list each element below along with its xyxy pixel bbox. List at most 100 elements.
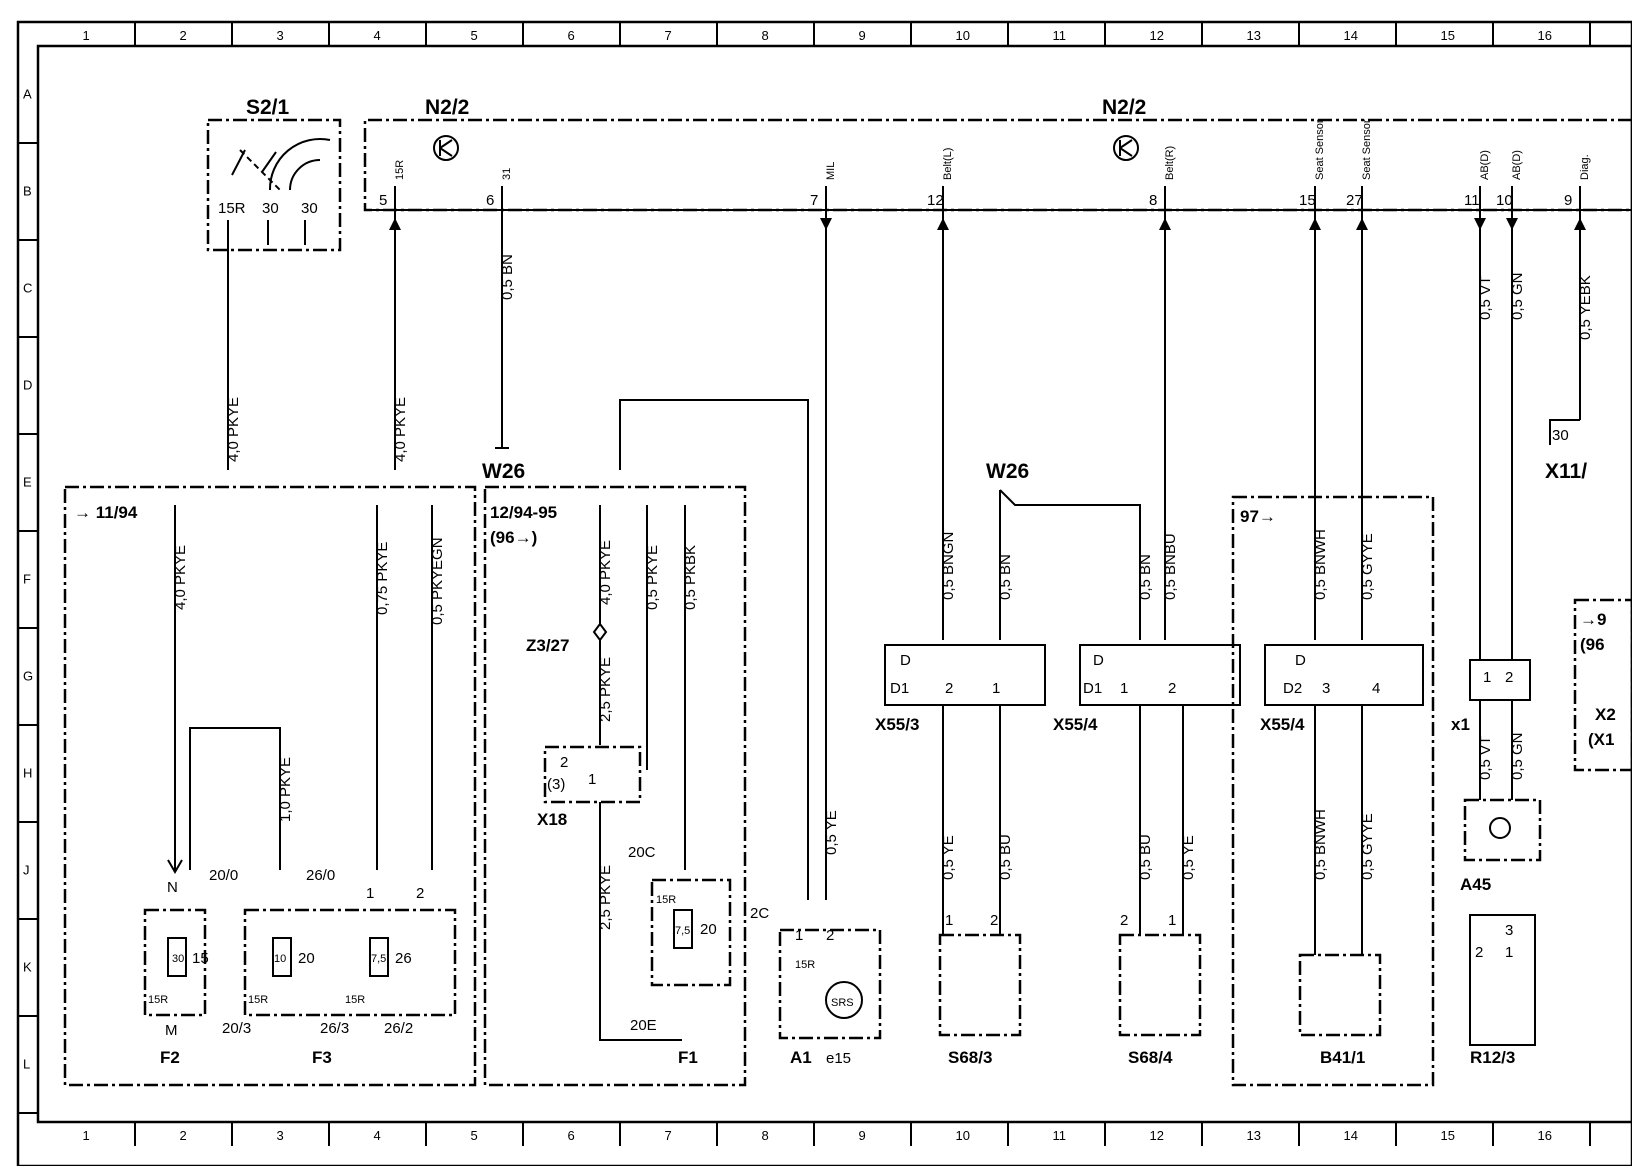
n2-2-pin-label: Seat Sensor (1314, 119, 1326, 180)
f3-term-15r-b: 15R (345, 994, 365, 1006)
x1-wire-vt-label: 0,5 VT (1477, 736, 1494, 780)
note-cut-right: →9 (1580, 610, 1606, 629)
switch-s2-1: S2/1 15R 30 30 4,0 PKYE (206, 96, 342, 470)
note-1194: → 11/94 (74, 503, 138, 522)
row-letter: A (23, 87, 32, 102)
s684-wire-bu-label: 0,5 BU (1137, 834, 1154, 880)
x554-term-1: 1 (1120, 680, 1128, 697)
column-number: 9 (859, 28, 866, 43)
note-97: 97→ (1240, 507, 1276, 526)
f2-wire-label: 4,0 PKYE (172, 545, 189, 610)
n2-2-pin-number: 11 (1464, 192, 1480, 209)
f3-term-262: 26/2 (384, 1020, 413, 1037)
row-letter: K (23, 960, 32, 975)
column-number: 13 (1247, 1128, 1261, 1143)
x11-label: X11/ (1545, 460, 1587, 483)
a45-label: A45 (1460, 875, 1491, 894)
f3-term-1: 1 (366, 885, 374, 902)
x554-wire-bnbu-label: 0,5 BNBU (1162, 533, 1179, 600)
x554-term-2: 2 (1168, 680, 1176, 697)
x554-label: X55/4 (1053, 715, 1098, 734)
column-number: 8 (762, 28, 769, 43)
z3-27-label: Z3/27 (526, 636, 569, 655)
s684-term-1: 1 (1168, 912, 1176, 929)
f2-term-15r: 15R (148, 994, 168, 1006)
column-number: 11 (1053, 1128, 1067, 1143)
column-number: 10 (956, 1128, 970, 1143)
row-letter: E (23, 475, 32, 490)
fuse-icon (673, 909, 693, 949)
n2-2-pin-number: 9 (1564, 192, 1572, 209)
fuse-box-1194: → 11/94 4,0 PKYE 0,75 PKYE 0,5 PKYEGN 1,… (63, 485, 477, 1087)
x1-term-2: 2 (1505, 669, 1513, 686)
pin9-wire-label: 0,5 YEBK (1577, 275, 1594, 340)
column-number: 10 (956, 28, 970, 43)
s684-wire-ye-label: 0,5 YE (1180, 835, 1197, 880)
column-number: 2 (180, 1128, 187, 1143)
column-number: 5 (471, 1128, 478, 1143)
f3-term-2: 2 (416, 885, 424, 902)
n2-2-pin-label: AB(D) (1511, 150, 1523, 180)
f3-term-20: 20 (298, 950, 315, 967)
n2-2-pin-number: 8 (1149, 192, 1157, 209)
x553-wire-bn-label: 0,5 BN (997, 554, 1014, 600)
x11-term-30: 30 (1552, 427, 1569, 444)
seat-sensor-box-97: 97→ 0,5 BNWH 0,5 GYYE D D2 3 4 X55/4 0,5… (1231, 495, 1435, 1087)
column-number: 5 (471, 28, 478, 43)
note-96: (96→) (490, 528, 537, 547)
box97-wire-bnwh-label: 0,5 BNWH (1312, 529, 1329, 600)
row-letter: C (23, 281, 32, 296)
n2-2-wires: 4,0 PKYE 0,5 BN W26 0,5 YE 0,5 VT 0,5 GN… (389, 210, 1594, 900)
f1-term-20: 20 (700, 921, 717, 938)
s683-label: S68/3 (948, 1048, 992, 1067)
n2-2-pin-label: Seat Sensor (1361, 119, 1373, 180)
x1-label: x1 (1451, 715, 1470, 734)
s684-term-2: 2 (1120, 912, 1128, 929)
pin5-wire-label: 4,0 PKYE (392, 397, 409, 462)
column-number: 14 (1344, 28, 1358, 43)
x554b-term-3: 3 (1322, 680, 1330, 697)
row-letter: F (23, 572, 31, 587)
f1-label: F1 (678, 1048, 698, 1067)
n2-2-pin-label: 15R (394, 160, 406, 180)
n2-2-pin-number: 12 (927, 192, 944, 209)
w26-right-label: W26 (986, 460, 1029, 483)
x554-term-d1: D1 (1083, 680, 1102, 697)
n2-2-pin-number: 5 (379, 192, 387, 209)
f3-term-10: 10 (274, 953, 286, 965)
a1-term-1: 1 (795, 927, 803, 944)
x553-term-1: 1 (992, 680, 1000, 697)
s2-1-term-15r: 15R (218, 200, 246, 217)
n2-2-label-left: N2/2 (425, 96, 469, 119)
column-number: 1 (83, 1128, 90, 1143)
f3-term-75: 7,5 (371, 953, 386, 965)
a1-term-2: 2 (826, 927, 834, 944)
f2-term-15: 15 (192, 950, 209, 967)
fuse-icon (167, 937, 187, 977)
f3-wire-10-label: 1,0 PKYE (277, 757, 294, 822)
f3-term-263: 26/3 (320, 1020, 349, 1037)
f1-term-20c: 20C (628, 844, 656, 861)
f3-wire-pkyegn-label: 0,5 PKYEGN (429, 537, 446, 625)
f3-term-26: 26 (395, 950, 412, 967)
pin6-wire-label: 0,5 BN (499, 254, 516, 300)
fuse-icon (369, 937, 389, 977)
column-number: 16 (1538, 1128, 1552, 1143)
f2-term-30: 30 (172, 953, 184, 965)
transistor-icon (433, 135, 459, 161)
x554b-term-4: 4 (1372, 680, 1380, 697)
right-side-components: 1 2 x1 0,5 VT 0,5 GN A45 3 2 1 R12/3 →9 … (1451, 598, 1632, 1067)
x554b-term-d: D (1295, 652, 1306, 669)
a1-term-15r: 15R (795, 959, 815, 971)
r12-term-3: 3 (1505, 922, 1513, 939)
b41-wire-bnwh-label: 0,5 BNWH (1312, 809, 1329, 880)
z3-wire-label: 2,5 PKYE (597, 657, 614, 722)
x554-term-d: D (1093, 652, 1104, 669)
n2-2-pin-number: 27 (1346, 192, 1363, 209)
f1-term-75: 7,5 (675, 925, 690, 937)
column-number: 12 (1150, 1128, 1164, 1143)
s2-1-term-30b: 30 (301, 200, 318, 217)
f3-term-203: 20/3 (222, 1020, 251, 1037)
